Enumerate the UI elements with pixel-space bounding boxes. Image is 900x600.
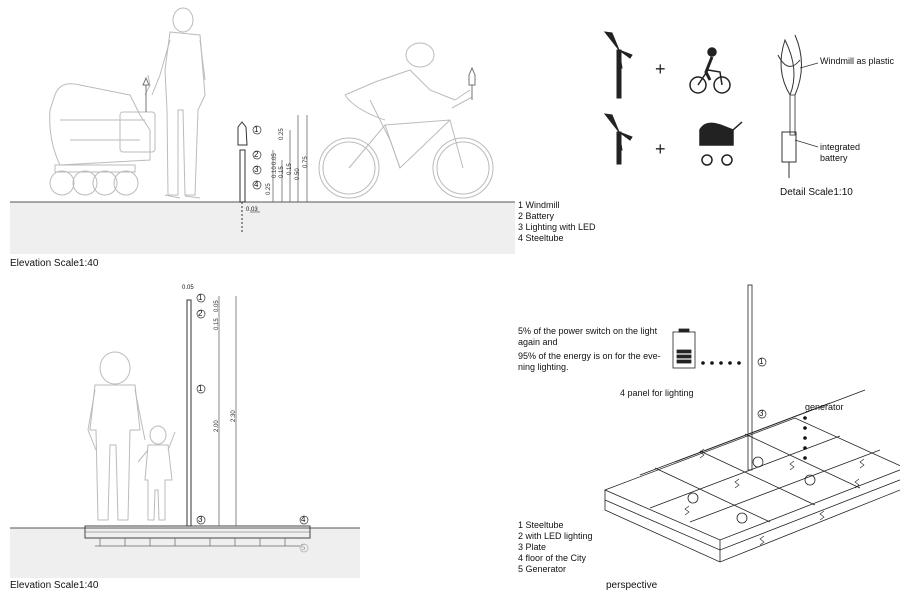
caption-elevation-top: Elevation Scale1:40 (10, 258, 99, 269)
svg-text:+: + (655, 139, 666, 159)
wind-turbine-icon (603, 113, 633, 165)
legend-item: 3 Plate (518, 542, 547, 552)
icon-equations: + + (603, 31, 743, 166)
dimension-label: 0.05 (182, 285, 194, 291)
cyclist-figure (318, 42, 494, 199)
marker-label: 2 (198, 309, 203, 318)
label-battery: battery (820, 153, 848, 163)
generators (687, 456, 816, 524)
legend-item: 2 Battery (518, 211, 555, 221)
caption-perspective: perspective (606, 580, 658, 591)
dimension-label: 0.10 (272, 166, 278, 178)
legend-perspective: 1 Steeltube 2 with LED lighting 3 Plate … (518, 520, 593, 575)
description-line: again and (518, 337, 558, 347)
markers-top (252, 125, 262, 190)
top-elevation (10, 7, 515, 254)
caption-detail: Detail Scale1:10 (780, 187, 853, 198)
svg-text:+: + (655, 59, 666, 79)
lamp-post-perspective (747, 284, 753, 471)
energy-description: 5% of the power switch on the light agai… (518, 326, 661, 373)
marker-label: 1 (759, 357, 764, 366)
dimension-label: 0.15 (214, 318, 220, 330)
dimension-label: 0.75 (303, 156, 309, 168)
dimension-label: 2.00 (214, 420, 220, 432)
marker-label: 5 (301, 543, 306, 552)
legend-item: 5 Generator (518, 564, 567, 574)
dimension-label: 0.15 (279, 166, 285, 178)
marker-label: 4 (301, 515, 306, 524)
description-line: ning lighting. (518, 362, 569, 372)
bottom-elevation (10, 293, 360, 578)
label-generator: generator (805, 402, 844, 412)
ground-section-top (10, 202, 515, 254)
lamp-post-elevation-top (237, 121, 248, 232)
detail-drawing (777, 34, 819, 178)
dimension-label: 2.30 (231, 410, 237, 422)
lamp-posts-small (142, 66, 476, 112)
dimension-label: 0.50 (295, 168, 301, 180)
cyclist-icon (689, 47, 731, 94)
spring-symbols (684, 448, 865, 546)
legend-item: 4 Steeltube (518, 233, 564, 243)
legend-item: 4 floor of the City (518, 553, 587, 563)
legend-item: 1 Steeltube (518, 520, 564, 530)
dimension-label: 0.03 (246, 207, 258, 213)
pram-figure (49, 74, 156, 196)
marker-label: 3 (254, 165, 259, 174)
dimension-label: 0.05 (214, 300, 220, 312)
caption-elevation-bottom: Elevation Scale1:40 (10, 580, 99, 591)
dimension-label: 0.25 (266, 183, 272, 195)
battery-icon (672, 328, 696, 369)
label-windmill-plastic: Windmill as plastic (820, 56, 895, 66)
perspective-drawing (603, 284, 900, 563)
label-panel-lighting: 4 panel for lighting (620, 388, 694, 398)
woman-figure (87, 351, 146, 521)
legend-item: 1 Windmill (518, 200, 560, 210)
marker-label: 3 (198, 515, 203, 524)
man-figure (151, 7, 206, 199)
ground-section-bottom (10, 528, 360, 578)
label-integrated: integrated (820, 142, 861, 152)
wind-turbine-icon (603, 31, 633, 99)
markers-perspective (757, 357, 767, 419)
marker-label: 2 (254, 150, 259, 159)
description-line: 5% of the power switch on the light (518, 326, 658, 336)
child-figure (137, 425, 176, 521)
marker-label: 1 (198, 293, 203, 302)
markers-bottom (196, 293, 309, 553)
legend-item: 2 with LED lighting (518, 531, 593, 541)
marker-label: 4 (254, 180, 259, 189)
dimension-lines-top (250, 115, 308, 213)
pram-icon (699, 121, 743, 166)
legend-top: 1 Windmill 2 Battery 3 Lighting with LED… (518, 200, 596, 244)
dimension-label: 0.15 (287, 163, 293, 175)
legend-item: 3 Lighting with LED (518, 222, 596, 232)
dimension-label: 0.25 (279, 128, 285, 140)
lamp-post-elevation-bottom (186, 299, 192, 527)
marker-label: 3 (759, 409, 764, 418)
marker-label: 1 (198, 384, 203, 393)
dimension-lines-bottom (218, 296, 237, 526)
dotted-leaders (701, 361, 807, 460)
description-line: 95% of the energy is on for the eve- (518, 351, 661, 361)
marker-label: 1 (254, 125, 259, 134)
dimension-label: 0.05 (272, 153, 278, 165)
